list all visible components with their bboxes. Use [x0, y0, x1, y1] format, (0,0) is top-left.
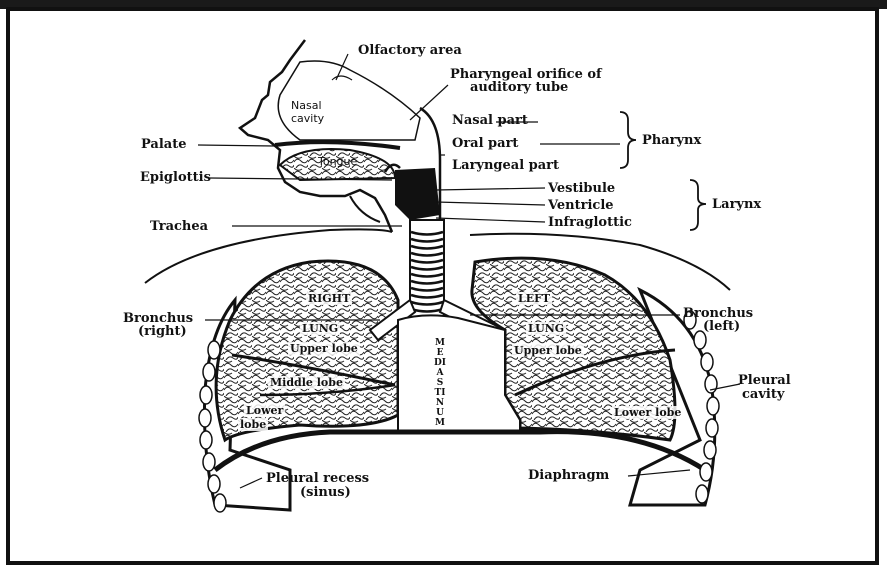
pleura-bead [203, 363, 215, 381]
label-pleural-recess-1: Pleural recess [266, 472, 369, 485]
label-upper-lobe-right: Upper lobe [288, 342, 360, 355]
pleura-bead [706, 419, 718, 437]
label-pleural-recess-2: (sinus) [300, 486, 351, 499]
label-bronchus-right-2: (right) [138, 325, 187, 338]
pleura-bead [203, 453, 215, 471]
label-diaphragm: Diaphragm [528, 469, 609, 482]
pleura-bead [700, 463, 712, 481]
label-nasal-part: Nasal part [452, 114, 528, 127]
label-trachea: Trachea [150, 220, 208, 233]
label-lower-lobe-left: Lower lobe [612, 406, 683, 419]
pharynx-brace [620, 112, 636, 168]
pleura-bead [208, 475, 220, 493]
pleura-bead [704, 441, 716, 459]
label-right: RIGHT [306, 292, 352, 305]
label-upper-lobe-left: Upper lobe [512, 344, 584, 357]
label-bronchus-left-2: (left) [703, 320, 740, 333]
label-middle-lobe: Middle lobe [268, 376, 345, 389]
mediastinum-shape [398, 315, 520, 432]
label-pleural-cavity-1: Pleural [738, 374, 791, 387]
palate-shape [275, 142, 400, 148]
pleura-bead [696, 485, 708, 503]
pleura-bead [701, 353, 713, 371]
label-laryngeal-part: Laryngeal part [452, 159, 559, 172]
label-ventricle: Ventricle [548, 199, 614, 212]
trachea-rings [410, 220, 444, 320]
label-lung-right: LUNG [300, 322, 340, 335]
label-oral-part: Oral part [452, 137, 518, 150]
larynx-dark [395, 168, 440, 220]
pleura-bead [214, 494, 226, 512]
larynx-brace [690, 180, 706, 230]
pleura-bead [208, 341, 220, 359]
label-pleural-cavity-2: cavity [742, 388, 784, 401]
pleura-bead [707, 397, 719, 415]
label-larynx: Larynx [712, 198, 761, 211]
label-epiglottis: Epiglottis [140, 171, 211, 184]
label-nasal-cavity-2: cavity [291, 112, 324, 125]
label-lung-left: LUNG [526, 322, 566, 335]
label-mediastinum: MEDIASTINUM [434, 338, 446, 428]
label-tongue: Tongue [318, 155, 357, 168]
pleura-bead [200, 386, 212, 404]
label-lower-lobe-right-2: lobe [238, 418, 268, 431]
label-palate: Palate [141, 138, 187, 151]
pleura-bead [199, 409, 211, 427]
diaphragm-line [215, 432, 705, 470]
label-nasal-cavity-1: Nasal [291, 99, 322, 112]
label-left: LEFT [516, 292, 552, 305]
label-lower-lobe-right-1: Lower [244, 404, 285, 417]
label-auditory-tube: auditory tube [470, 81, 568, 94]
label-vestibule: Vestibule [548, 182, 615, 195]
label-infraglottic: Infraglottic [548, 216, 632, 229]
label-pharynx: Pharynx [642, 134, 701, 147]
pleura-bead [200, 431, 212, 449]
label-olfactory-area: Olfactory area [358, 44, 462, 57]
